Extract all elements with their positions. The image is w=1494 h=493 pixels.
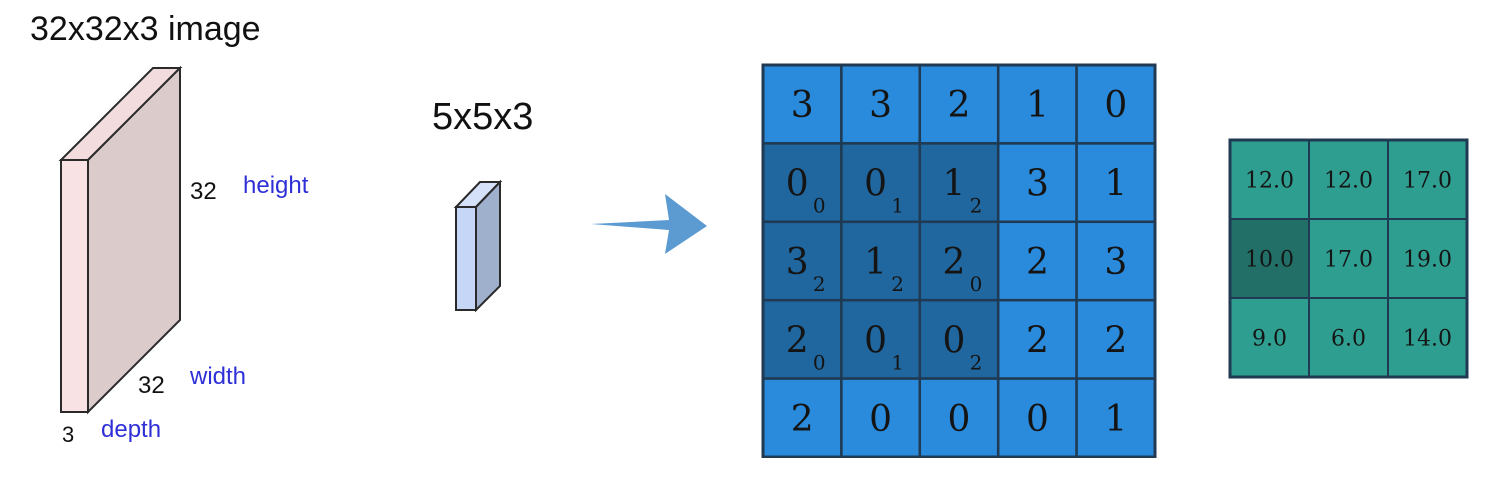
output-cell — [1229, 297, 1310, 378]
output-cell-value: 10.0 — [1245, 248, 1294, 273]
output-grid-border — [1228, 138, 1469, 379]
input-cell-value: 0 — [864, 320, 887, 361]
input-cell — [840, 142, 922, 224]
input-cell — [840, 377, 922, 458]
input-cell-value: 1 — [1104, 164, 1127, 205]
output-cell-value: 9.0 — [1252, 327, 1287, 352]
width-value: 32 — [138, 372, 165, 399]
input-cell-value: 0 — [948, 399, 971, 440]
filter-weight-subscript: 0 — [970, 272, 983, 296]
filter-weight-subscript: 2 — [891, 272, 904, 296]
input-cell-value: 3 — [1104, 242, 1127, 283]
input-cell-value: 2 — [943, 242, 966, 283]
image-volume-title: 32x32x3 image — [30, 10, 261, 48]
filter-weight-subscript: 1 — [891, 350, 904, 374]
filter-weight-subscript: 2 — [970, 350, 983, 374]
input-cell-value: 0 — [864, 164, 887, 205]
filter-weight-subscript: 0 — [813, 194, 826, 218]
output-cell — [1308, 139, 1389, 220]
input-cell-value: 0 — [1026, 399, 1049, 440]
input-cell — [1075, 377, 1157, 458]
height-label: height — [243, 172, 309, 199]
input-cell-value: 0 — [869, 399, 892, 440]
arrow-icon — [591, 194, 707, 254]
input-cell — [918, 220, 1000, 302]
filter-front-face — [455, 206, 477, 311]
input-cell-value: 0 — [943, 320, 966, 361]
input-cell — [996, 220, 1078, 302]
input-cell — [996, 298, 1078, 380]
depth-label: depth — [101, 416, 162, 443]
filter-volume — [453, 179, 503, 313]
filter-weight-subscript: 1 — [891, 194, 904, 218]
input-cell — [918, 298, 1000, 380]
image-volume-slab — [58, 65, 183, 415]
output-cell-value: 14.0 — [1403, 327, 1452, 352]
input-cell-value: 2 — [1026, 320, 1049, 361]
input-cell-value: 1 — [1104, 399, 1127, 440]
filter-weight-subscript: 0 — [813, 350, 826, 374]
output-cell-value: 19.0 — [1403, 248, 1452, 273]
depth-value: 3 — [62, 422, 75, 447]
height-value: 32 — [190, 178, 217, 205]
image-volume-front-face — [60, 159, 89, 413]
input-cell-value: 2 — [1104, 320, 1127, 361]
input-cell — [761, 142, 843, 224]
input-cell — [840, 298, 922, 380]
filter-weight-subscript: 2 — [813, 272, 826, 296]
filter-weight-subscript: 2 — [970, 194, 983, 218]
output-feature-map: 12.0 12.0 17.0 10.0 17.0 19.0 9.0 6.0 14.0 — [1228, 138, 1469, 379]
input-cell-value: 1 — [1026, 85, 1049, 126]
input-cell-value: 2 — [786, 320, 809, 361]
filter-title: 5x5x3 — [432, 96, 534, 138]
input-cell-value: 3 — [786, 242, 809, 283]
output-cell-value: 6.0 — [1331, 327, 1366, 352]
input-cell-value: 3 — [791, 85, 814, 126]
input-cell — [761, 298, 843, 380]
input-cell — [996, 377, 1078, 458]
input-cell-value: 1 — [864, 242, 887, 283]
width-label: width — [190, 363, 247, 390]
output-cell — [1308, 297, 1389, 378]
output-cell — [1229, 139, 1310, 220]
input-cell-value: 2 — [948, 85, 971, 126]
output-cell — [1387, 139, 1468, 220]
output-cell-value: 12.0 — [1245, 169, 1294, 194]
input-cell-value: 1 — [943, 164, 966, 205]
input-cell-value: 2 — [791, 399, 814, 440]
input-cell-value: 2 — [1026, 242, 1049, 283]
input-cell-value: 0 — [1104, 85, 1127, 126]
output-cell-value: 12.0 — [1324, 169, 1373, 194]
input-cell-value: 3 — [869, 85, 892, 126]
output-cell-value: 17.0 — [1324, 248, 1373, 273]
input-cell — [1075, 142, 1157, 224]
input-cell-value: 0 — [786, 164, 809, 205]
input-grid-border — [761, 63, 1157, 458]
output-cell-value: 17.0 — [1403, 169, 1452, 194]
input-cell-value: 3 — [1026, 164, 1049, 205]
